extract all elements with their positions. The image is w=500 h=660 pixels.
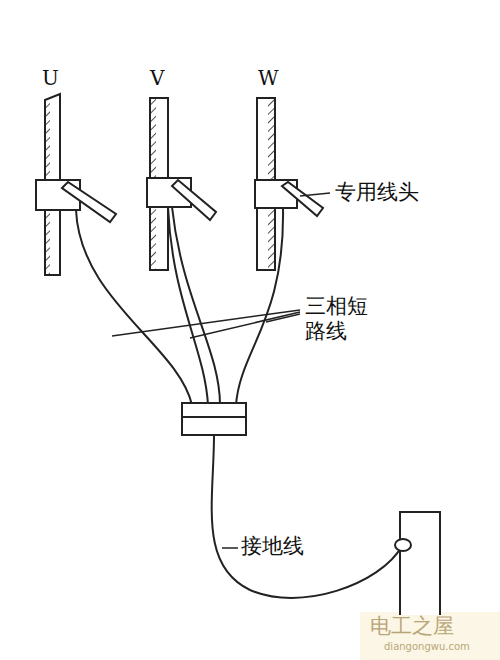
junction-block — [182, 403, 246, 435]
leader-lines — [112, 193, 330, 548]
special-clamps — [36, 178, 323, 222]
phase-label: V — [150, 66, 164, 90]
phase-label: W — [258, 66, 279, 90]
ground-wire — [212, 435, 402, 598]
watermark: 电工之屋 — [370, 614, 454, 639]
ground-post — [395, 512, 440, 615]
part-label: 三相短 路线 — [305, 294, 377, 344]
watermark: diangongwu.com — [384, 641, 470, 653]
phase-label: U — [42, 66, 59, 90]
watermark-panel — [360, 612, 500, 660]
part-label: 接地线 — [241, 534, 304, 559]
part-label: 专用线头 — [335, 180, 419, 205]
short-circuit-wires — [76, 207, 283, 405]
